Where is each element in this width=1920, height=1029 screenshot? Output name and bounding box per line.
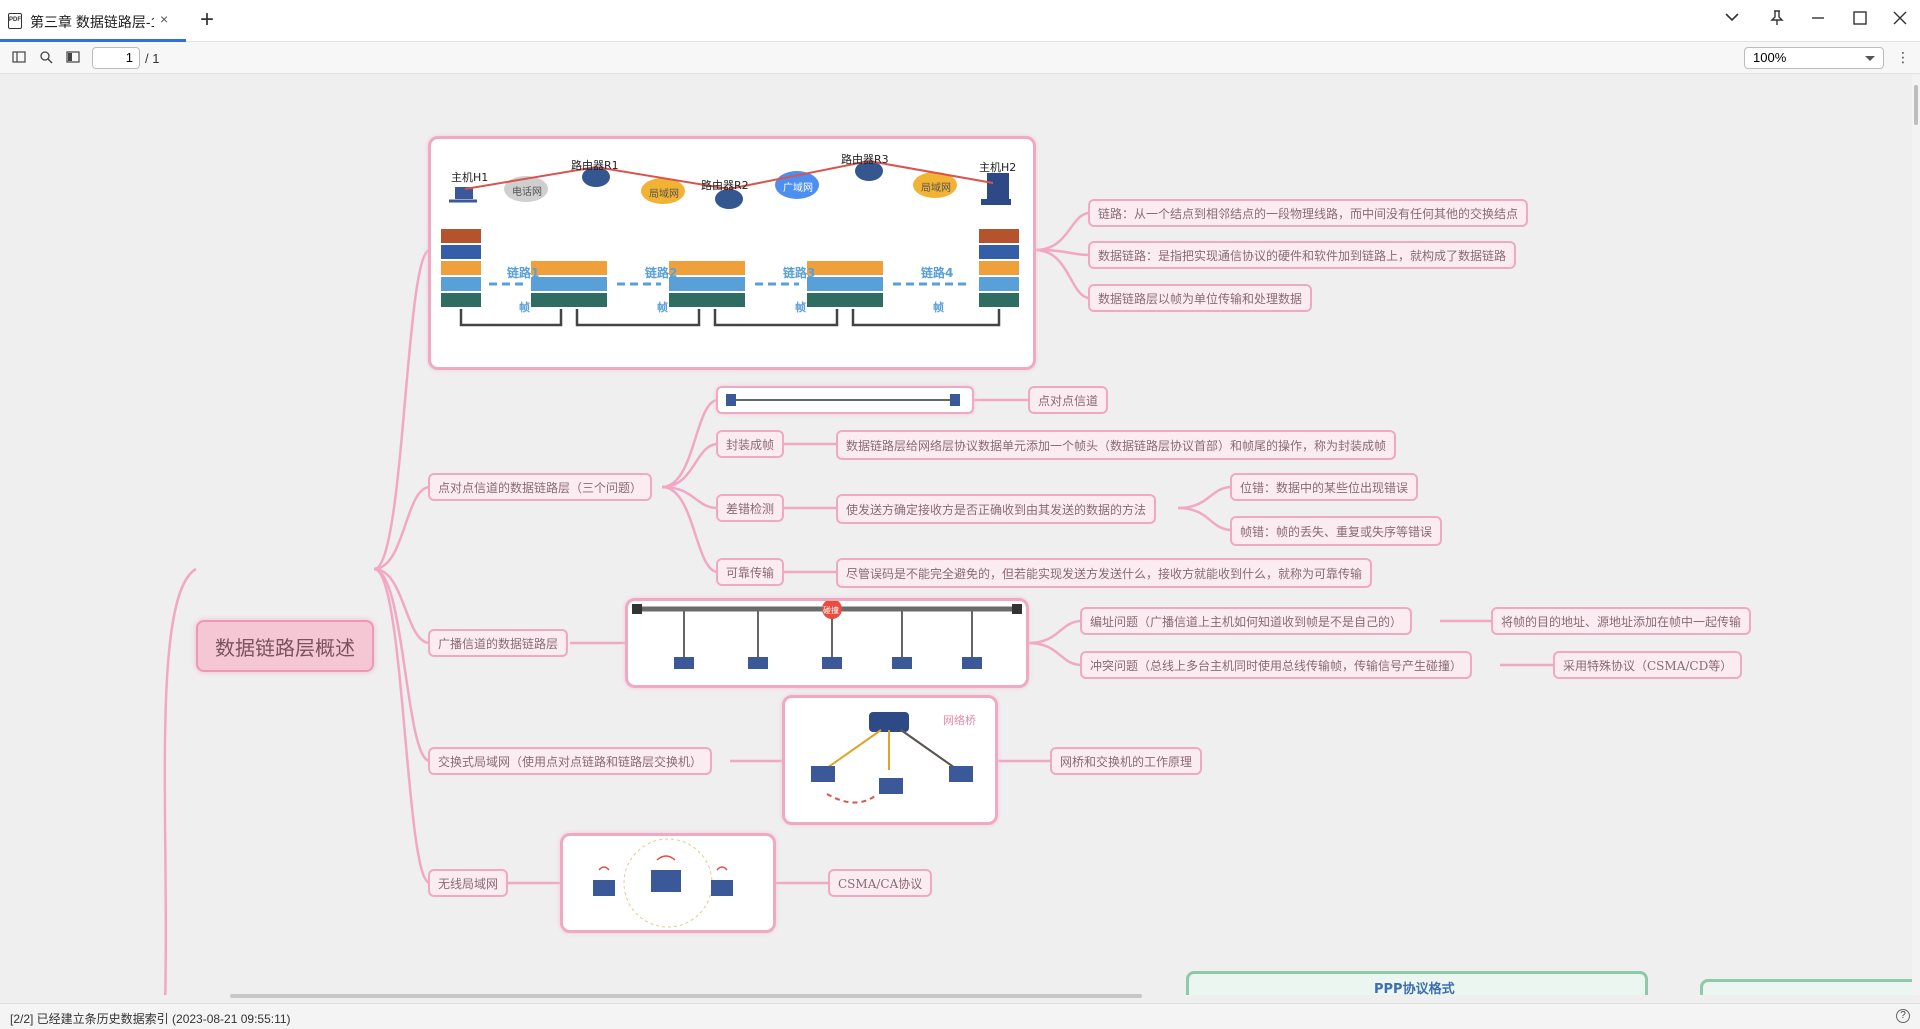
- search-icon[interactable]: [39, 50, 53, 64]
- page-number-input[interactable]: 1: [92, 47, 140, 69]
- outline-icon[interactable]: [66, 50, 80, 64]
- tab-list-chevron-icon[interactable]: [1724, 10, 1740, 28]
- node-reliable[interactable]: 可靠传输: [716, 558, 785, 586]
- branch-wireless-lan[interactable]: 无线局域网: [428, 869, 509, 897]
- chevron-down-icon: [1865, 56, 1875, 61]
- diagram-label-r2: 路由器R2: [701, 179, 749, 192]
- pin-icon[interactable]: [1770, 10, 1784, 31]
- new-tab-button[interactable]: +: [200, 6, 215, 33]
- network-path-graphic: [441, 159, 1019, 327]
- switch-tag: 网络桥: [943, 714, 976, 727]
- node-error-desc[interactable]: 使发送方确定接收方是否正确收到由其发送的数据的方法: [836, 494, 1157, 524]
- document-tab[interactable]: PDF 第三章 数据链路层-1 ×: [0, 0, 186, 42]
- partial-node-box[interactable]: [1700, 979, 1912, 995]
- node-framing[interactable]: 封装成帧: [716, 430, 785, 458]
- diagram-net-wan: 广域网: [783, 183, 813, 194]
- diagram-label-h2: 主机H2: [979, 161, 1017, 174]
- wireless-lan-graphic: [593, 838, 733, 928]
- tab-title: 第三章 数据链路层-1: [30, 14, 154, 30]
- close-tab-icon[interactable]: ×: [160, 11, 169, 27]
- diagram-net-phone: 电话网: [512, 187, 542, 198]
- mindmap-connectors: [163, 211, 1555, 995]
- diagram-link-1: 链路1: [507, 266, 540, 280]
- title-bar: PDF 第三章 数据链路层-1 × +: [0, 0, 1920, 42]
- p2p-channel-image[interactable]: [716, 386, 974, 414]
- ppp-format-title: PPP协议格式: [1374, 982, 1455, 995]
- laptop-icon-h1: [449, 187, 477, 203]
- node-csma-ca[interactable]: CSMA/CA协议: [828, 869, 933, 897]
- note-frame-unit[interactable]: 数据链路层以帧为单位传输和处理数据: [1088, 284, 1313, 312]
- diagram-label-h1: 主机H1: [451, 171, 489, 184]
- switch-topology-graphic: [811, 712, 973, 804]
- zoom-value: 100%: [1753, 50, 1787, 65]
- switch-topology-image[interactable]: 网络桥: [782, 695, 998, 825]
- note-link-definition[interactable]: 链路：从一个结点到相邻结点的一段物理线路，而中间没有任何其他的交换结点: [1088, 199, 1529, 227]
- diagram-link-4: 链路4: [921, 266, 954, 280]
- status-text: [2/2] 已经建立条历史数据索引 (2023-08-21 09:55:11): [10, 1012, 291, 1026]
- diagram-frame-2: 帧: [657, 301, 668, 314]
- more-options-icon[interactable]: ⋮: [1896, 49, 1910, 65]
- bus-topology-image[interactable]: 碰撞: [625, 598, 1029, 688]
- zoom-select[interactable]: 100%: [1744, 47, 1884, 69]
- branch-switched-lan[interactable]: 交换式局域网（使用点对点链路和链路层交换机）: [428, 747, 713, 775]
- help-icon[interactable]: ?: [1896, 1009, 1910, 1023]
- desktop-icon-h2: [981, 173, 1011, 205]
- status-bar: [2/2] 已经建立条历史数据索引 (2023-08-21 09:55:11) …: [0, 1003, 1920, 1029]
- document-canvas: 数据链路层概述: [0, 75, 1912, 995]
- vertical-scrollbar[interactable]: [1912, 75, 1920, 995]
- data-link-path-diagram[interactable]: 主机H1 路由器R1 路由器R2 路由器R3 主机H2 电话网 局域网 广域网 …: [428, 136, 1036, 370]
- branch-broadcast[interactable]: 广播信道的数据链路层: [428, 629, 569, 657]
- node-collision[interactable]: 冲突问题（总线上多台主机同时使用总线传输帧，传输信号产生碰撞）: [1080, 651, 1473, 679]
- diagram-label-r1: 路由器R1: [571, 159, 619, 172]
- node-addressing[interactable]: 编址问题（广播信道上主机如何知道收到帧是不是自己的）: [1080, 607, 1413, 635]
- pdf-file-icon: PDF: [8, 13, 22, 29]
- minimize-button[interactable]: [1810, 10, 1826, 31]
- diagram-net-lan1: 局域网: [649, 189, 679, 200]
- pdf-toolbar: 1 / 1 100% ⋮: [0, 42, 1920, 74]
- vertical-scroll-thumb[interactable]: [1914, 85, 1918, 125]
- ppp-format-box[interactable]: PPP协议格式: [1186, 971, 1648, 995]
- collision-tag: 碰撞: [823, 606, 839, 615]
- bus-topology-graphic: [632, 599, 1022, 669]
- node-collision-solution[interactable]: 采用特殊协议（CSMA/CD等）: [1553, 651, 1743, 679]
- node-addressing-solution[interactable]: 将帧的目的地址、源地址添加在帧中一起传输: [1491, 607, 1752, 635]
- horizontal-scrollbar[interactable]: [230, 994, 1142, 998]
- page-total: / 1: [145, 51, 160, 66]
- wireless-lan-image[interactable]: [560, 833, 776, 933]
- node-bit-error[interactable]: 位错：数据中的某些位出现错误: [1230, 473, 1419, 501]
- note-data-link-definition[interactable]: 数据链路：是指把实现通信协议的硬件和软件加到链路上，就构成了数据链路: [1088, 241, 1517, 269]
- node-frame-error[interactable]: 帧错：帧的丢失、重复或失序等错误: [1230, 516, 1443, 546]
- diagram-net-lan2: 局域网: [921, 183, 951, 194]
- maximize-button[interactable]: [1852, 10, 1868, 31]
- p2p-link-graphic: [726, 394, 960, 406]
- diagram-frame-4: 帧: [933, 301, 944, 314]
- branch-p2p[interactable]: 点对点信道的数据链路层（三个问题）: [428, 473, 653, 501]
- node-error-detection[interactable]: 差错检测: [716, 494, 785, 522]
- close-window-button[interactable]: [1892, 10, 1908, 31]
- node-reliable-desc[interactable]: 尽管误码是不能完全避免的，但若能实现发送方发送什么，接收方就能收到什么，就称为可…: [836, 558, 1373, 588]
- diagram-label-r3: 路由器R3: [841, 153, 889, 166]
- node-bridge-switch[interactable]: 网桥和交换机的工作原理: [1050, 747, 1203, 775]
- diagram-link-3: 链路3: [783, 266, 816, 280]
- diagram-link-2: 链路2: [645, 266, 678, 280]
- diagram-frame-3: 帧: [795, 301, 806, 314]
- mindmap-root-node[interactable]: 数据链路层概述: [196, 620, 374, 672]
- node-p2p-channel[interactable]: 点对点信道: [1028, 386, 1109, 414]
- sidebar-toggle-icon[interactable]: [12, 50, 26, 64]
- node-framing-desc[interactable]: 数据链路层给网络层协议数据单元添加一个帧头（数据链路层协议首部）和帧尾的操作，称…: [836, 430, 1397, 460]
- diagram-frame-1: 帧: [519, 301, 530, 314]
